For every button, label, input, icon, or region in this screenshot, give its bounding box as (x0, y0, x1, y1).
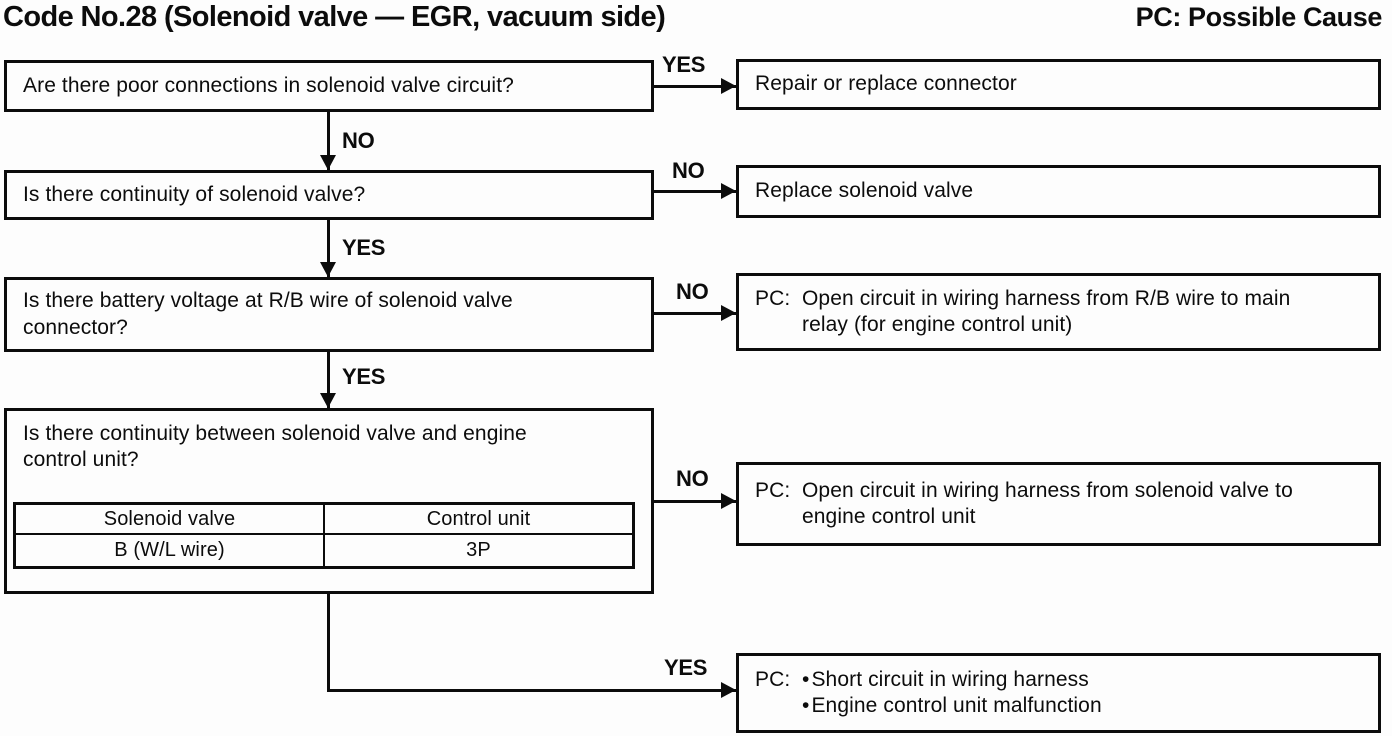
arrowhead-right-icon (721, 183, 736, 199)
pc-bullet-item: Short circuit in wiring harness (802, 667, 1102, 693)
pc-row: PC: Open circuit in wiring harness from … (755, 478, 1362, 531)
label-q1-no: NO (342, 128, 375, 153)
connector-q3-yes-line (327, 352, 330, 408)
result-text: Open circuit in wiring harness from R/B … (802, 286, 1291, 336)
arrowhead-right-icon (721, 78, 736, 94)
connector-q4-yes-vline (327, 594, 330, 692)
result-text: Repair or replace connector (755, 72, 1017, 96)
arrowhead-right-icon (721, 682, 736, 698)
table-header-solenoid-valve: Solenoid valve (13, 502, 325, 535)
result-box-1: Repair or replace connector (736, 59, 1381, 110)
connector-q1-no-line (327, 112, 330, 170)
connector-q2-no-line (654, 190, 736, 193)
table-header-control-unit: Control unit (323, 502, 635, 535)
question-text: Is there continuity between solenoid val… (23, 422, 527, 472)
result-box-2: Replace solenoid valve (736, 165, 1381, 218)
pc-row: PC: Open circuit in wiring harness from … (755, 286, 1362, 339)
question-text: Is there battery voltage at R/B wire of … (23, 289, 513, 339)
pc-bullet-list: Short circuit in wiring harness Engine c… (802, 667, 1102, 720)
connector-q4-no-line (654, 500, 736, 503)
result-box-5: PC: Short circuit in wiring harness Engi… (736, 653, 1381, 733)
arrowhead-right-icon (721, 305, 736, 321)
table-value-control-unit: 3P (323, 533, 635, 569)
pc-row: PC: Short circuit in wiring harness Engi… (755, 667, 1362, 720)
label-q4-no: NO (676, 466, 709, 491)
question-box-1: Are there poor connections in solenoid v… (4, 60, 654, 112)
connector-q4-yes-hline (327, 689, 736, 692)
question-text: Is there continuity of solenoid valve? (23, 182, 366, 206)
question-box-3: Is there battery voltage at R/B wire of … (4, 277, 654, 352)
table-value-row: B (W/L wire) 3P (13, 533, 635, 569)
label-q1-yes: YES (662, 52, 706, 77)
arrowhead-down-icon (320, 262, 336, 277)
connector-q1-yes-line (654, 85, 736, 88)
question-box-4: Is there continuity between solenoid val… (4, 408, 654, 594)
label-q2-no: NO (672, 158, 705, 183)
connector-q2-yes-line (327, 220, 330, 277)
label-q2-yes: YES (342, 235, 386, 260)
pc-legend: PC: Possible Cause (1135, 2, 1383, 32)
label-q4-yes: YES (664, 655, 708, 680)
page-title: Code No.28 (Solenoid valve — EGR, vacuum… (3, 1, 666, 33)
result-text: Open circuit in wiring harness from sole… (802, 478, 1293, 528)
result-box-3: PC: Open circuit in wiring harness from … (736, 273, 1381, 351)
question-box-2: Is there continuity of solenoid valve? (4, 170, 654, 220)
table-header-row: Solenoid valve Control unit (13, 502, 635, 535)
result-box-4: PC: Open circuit in wiring harness from … (736, 462, 1381, 546)
pc-bullet-item: Engine control unit malfunction (802, 693, 1102, 719)
arrowhead-down-icon (320, 393, 336, 408)
pc-prefix: PC: (755, 478, 791, 502)
connector-q3-no-line (654, 312, 736, 315)
arrowhead-right-icon (721, 493, 736, 509)
continuity-table: Solenoid valve Control unit B (W/L wire)… (13, 502, 635, 569)
label-q3-yes: YES (342, 364, 386, 389)
result-text: Replace solenoid valve (755, 179, 974, 203)
label-q3-no: NO (676, 279, 709, 304)
table-value-solenoid-valve: B (W/L wire) (13, 533, 325, 569)
pc-prefix: PC: (755, 667, 791, 691)
pc-prefix: PC: (755, 286, 791, 310)
question-text: Are there poor connections in solenoid v… (23, 73, 514, 97)
arrowhead-down-icon (320, 155, 336, 170)
